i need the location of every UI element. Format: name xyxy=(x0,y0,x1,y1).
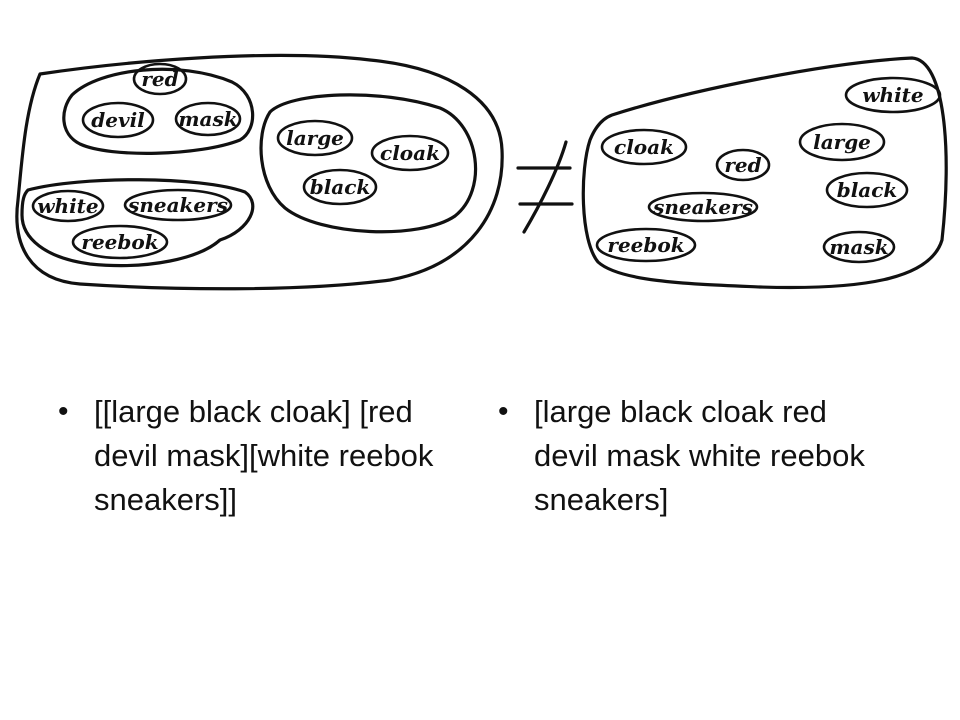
oval-sneakers xyxy=(123,188,233,222)
oval-right-red xyxy=(715,148,771,182)
word-red: red xyxy=(141,67,178,91)
bullet-flat-structure: [large black cloak red devil mask white … xyxy=(498,390,898,522)
oval-large xyxy=(276,119,354,157)
word-reebok: reebok xyxy=(81,230,158,254)
word-right-reebok: reebok xyxy=(607,233,684,257)
oval-red xyxy=(132,62,188,96)
oval-mask xyxy=(174,101,242,137)
set-diagram: red devil mask large cloak black white s… xyxy=(15,53,948,291)
group-outline-white-sneakers-reebok xyxy=(20,178,255,268)
oval-right-cloak xyxy=(600,128,688,166)
oval-white xyxy=(31,189,105,223)
word-right-white: white xyxy=(862,83,923,107)
oval-right-white xyxy=(844,76,942,114)
word-right-large: large xyxy=(813,130,871,154)
word-black: black xyxy=(310,175,371,199)
left-set-outline xyxy=(15,53,504,291)
word-right-mask: mask xyxy=(829,235,888,259)
oval-black xyxy=(302,168,378,206)
bullet-nested-structure: [[large black cloak] [red devil mask][wh… xyxy=(58,390,458,522)
word-right-sneakers: sneakers xyxy=(652,195,753,219)
word-right-red: red xyxy=(724,153,761,177)
oval-reebok xyxy=(71,224,169,260)
word-mask: mask xyxy=(178,107,237,131)
word-sneakers: sneakers xyxy=(127,193,228,217)
group-outline-large-cloak-black xyxy=(259,93,477,234)
group-outline-red-devil-mask xyxy=(62,67,255,155)
oval-cloak xyxy=(370,134,450,172)
bullet-list-right: [large black cloak red devil mask white … xyxy=(498,390,898,522)
oval-right-black xyxy=(825,171,909,209)
word-right-black: black xyxy=(837,178,898,202)
oval-right-mask xyxy=(822,230,896,264)
word-devil: devil xyxy=(91,108,145,132)
bullet-list-left: [[large black cloak] [red devil mask][wh… xyxy=(58,390,458,522)
word-white: white xyxy=(37,194,98,218)
word-large: large xyxy=(286,126,344,150)
oval-right-reebok xyxy=(595,227,697,263)
not-equal-icon xyxy=(516,140,574,234)
word-right-cloak: cloak xyxy=(614,135,674,159)
oval-right-large xyxy=(798,122,886,162)
oval-right-sneakers xyxy=(647,191,759,223)
oval-devil xyxy=(81,101,155,139)
right-set-outline xyxy=(581,56,948,290)
word-cloak: cloak xyxy=(380,141,440,165)
